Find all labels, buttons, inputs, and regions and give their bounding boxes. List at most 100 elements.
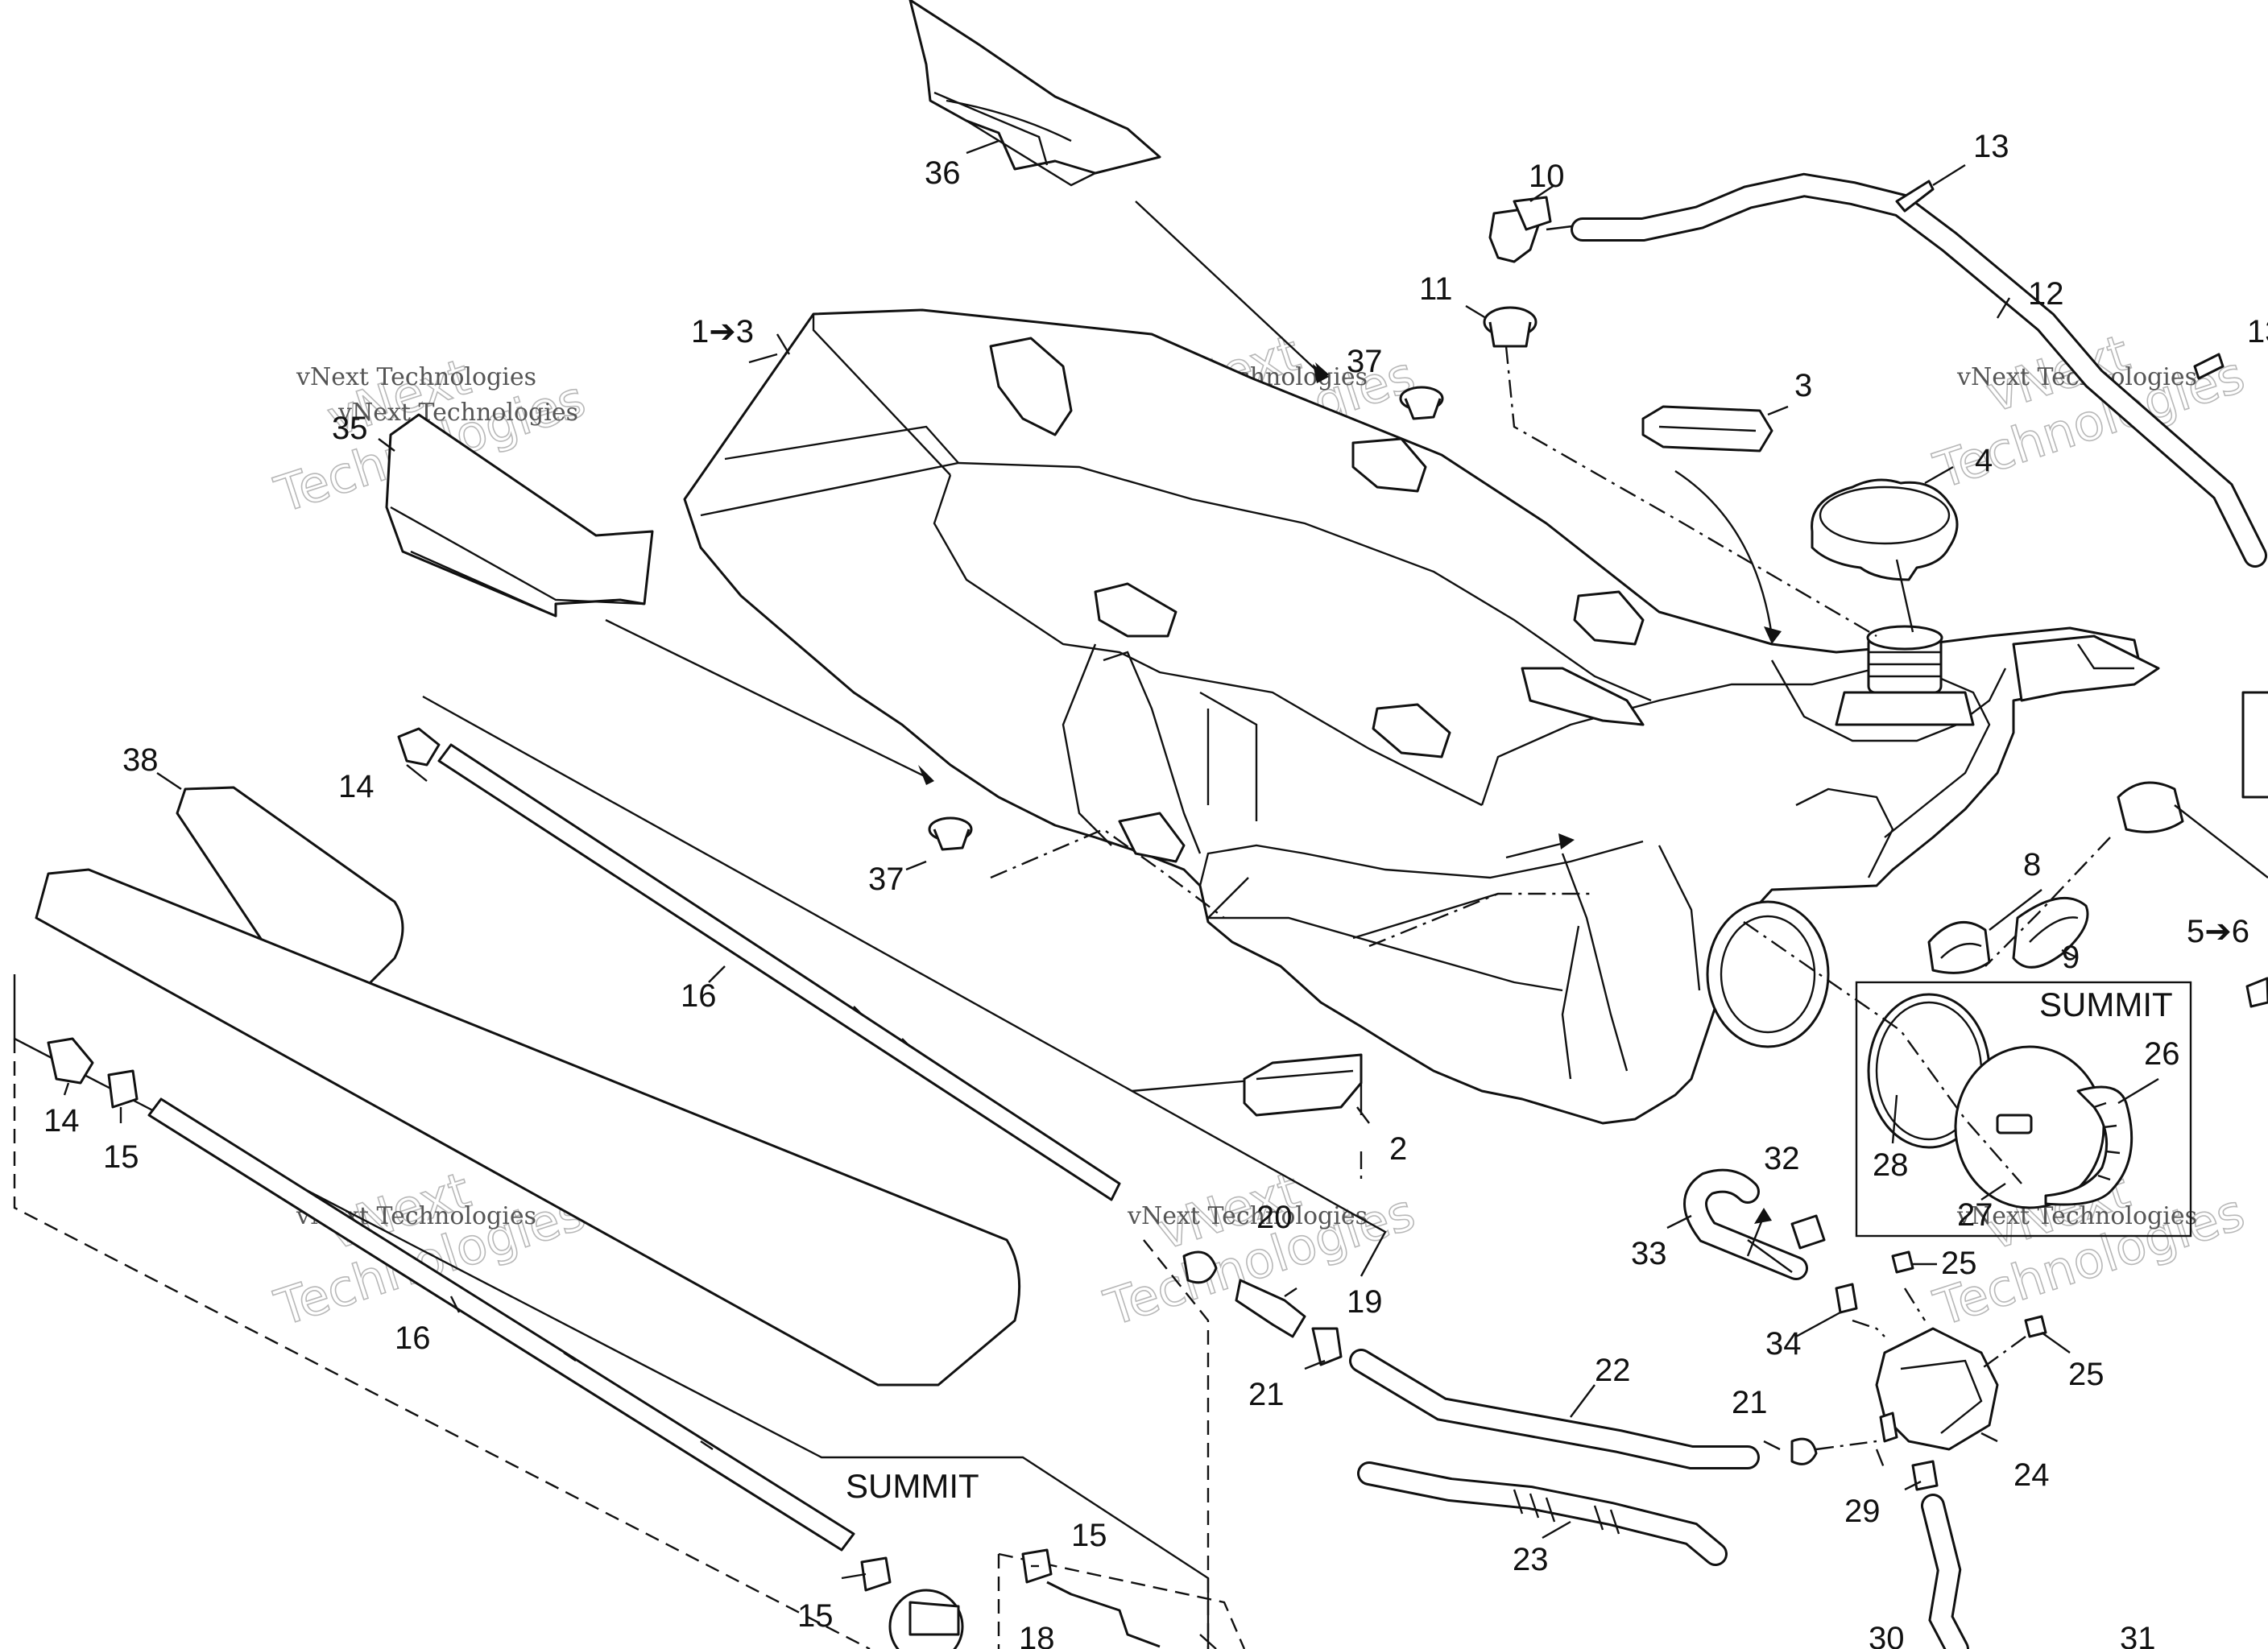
part-15-clamp-b: [860, 1556, 892, 1592]
summit-label-left: SUMMIT: [846, 1467, 979, 1505]
callout-21a: 21: [1248, 1377, 1285, 1412]
part-13-clip-b: [2193, 353, 2225, 380]
callout-38: 38: [122, 742, 159, 778]
callout-9: 9: [2062, 940, 2080, 975]
callout-12: 12: [2028, 276, 2064, 312]
part-4-cap: [1811, 478, 1959, 581]
part-3-bracket: [1641, 405, 1773, 453]
return-hose: [1683, 1168, 1858, 1314]
callout-15c: 15: [1071, 1518, 1107, 1553]
callout-19: 19: [1347, 1284, 1383, 1320]
summit-dashed-frame-lower: [13, 1039, 871, 1649]
tube-frame-lower: [13, 974, 1210, 1649]
callout-18: 18: [1019, 1621, 1055, 1649]
assembly-lines: [990, 345, 2111, 1470]
leader-lines: [63, 139, 2159, 1580]
callout-25b: 25: [2068, 1357, 2105, 1392]
summit-label-right: SUMMIT: [2039, 986, 2173, 1023]
part-36-shield: [908, 0, 1161, 187]
watermark-small-5: vNext Technologies: [1127, 1202, 1368, 1230]
part-16-lower-tube: [147, 1097, 855, 1552]
tube-frame-upper: [422, 695, 1387, 1277]
part-16-upper-tube: [437, 743, 1121, 1201]
callout-35: 35: [332, 411, 368, 446]
callout-20: 20: [1256, 1200, 1293, 1235]
callout-4: 4: [1975, 443, 1993, 478]
fuel-pump: [1875, 1250, 2047, 1649]
callout-37b: 37: [868, 862, 904, 897]
summit-dashed-frame-inner: [997, 1552, 1246, 1649]
summit-dashed-frame-mid: [1143, 1239, 1210, 1649]
part-24-pump: [1875, 1327, 1999, 1451]
callout-11: 11: [1419, 271, 1453, 307]
callout-2: 2: [1389, 1131, 1407, 1167]
part-29-clamp: [1911, 1460, 1939, 1491]
callout-23: 23: [1513, 1542, 1549, 1577]
callout-29: 29: [1844, 1494, 1881, 1529]
part-14-lower-fitting: [47, 1037, 94, 1085]
assembly-frames: [13, 695, 2192, 1649]
callout-15b: 15: [797, 1598, 834, 1634]
callouts: 1➔3 2 3 4 5➔6 8 9 10 11 12 13 13 14 14 1…: [43, 129, 2268, 1649]
callout-13a: 13: [1973, 129, 2009, 164]
vent-assembly: [1483, 172, 2267, 568]
callout-32: 32: [1764, 1141, 1800, 1176]
callout-37a: 37: [1347, 344, 1383, 379]
right-edge-parts: [2117, 691, 2268, 1008]
part-15-clamp-a: [107, 1069, 139, 1109]
watermark-small-1b: vNext Technologies: [337, 399, 578, 427]
callout-16b: 16: [395, 1320, 431, 1356]
part-2-bracket: [1243, 1053, 1363, 1117]
callout-36: 36: [925, 155, 961, 191]
callout-1-3: 1➔3: [691, 314, 754, 349]
part-25-nut-b: [2024, 1315, 2047, 1338]
part-37-grommets: [928, 386, 1444, 851]
part-9: [2012, 896, 2089, 969]
part-1-3-fuel-tank: [683, 308, 2160, 1125]
tube-assemblies: [47, 727, 1217, 1649]
watermark-small-6: vNext Technologies: [1956, 1202, 2197, 1230]
part-right-box: [2241, 691, 2268, 799]
pump-opening: [1706, 900, 1830, 1048]
callout-27: 27: [1957, 1197, 1993, 1233]
part-5-float: [2117, 781, 2184, 833]
arrow-head-5: [1754, 1208, 1772, 1224]
callout-14b: 14: [43, 1103, 80, 1139]
callout-5-6: 5➔6: [2187, 914, 2249, 949]
part-26-ring: [2044, 1085, 2133, 1206]
callout-13b: 13: [2247, 314, 2268, 349]
callout-8: 8: [2023, 847, 2041, 882]
callout-28: 28: [1873, 1147, 1909, 1183]
callout-30: 30: [1869, 1621, 1905, 1649]
part-25-nut-a: [1891, 1250, 1914, 1274]
callout-16a: 16: [681, 978, 717, 1014]
callout-33: 33: [1631, 1236, 1667, 1271]
summit-pump-box-frame: [1855, 981, 2192, 1238]
part-35-side-shield: [385, 413, 654, 618]
callout-21b: 21: [1732, 1385, 1768, 1420]
callout-22: 22: [1595, 1353, 1631, 1388]
callout-25a: 25: [1941, 1246, 1977, 1281]
callout-15a: 15: [103, 1139, 139, 1175]
callout-34: 34: [1765, 1326, 1802, 1362]
arrow-head-4: [1558, 833, 1575, 849]
part-38-large-panel: [35, 868, 1021, 1387]
part-13-clip-a: [1895, 180, 1935, 213]
part-21-clamp-a: [1311, 1327, 1343, 1366]
callout-10: 10: [1529, 159, 1565, 194]
callout-3: 3: [1794, 368, 1812, 403]
callout-14a: 14: [338, 769, 375, 804]
part-20-washer: [1182, 1250, 1218, 1284]
part-14-upper-fitting: [397, 727, 441, 767]
part-19-fitting: [1235, 1279, 1306, 1338]
part-38-panels: [35, 786, 1021, 1387]
fuel-lines: [1182, 1250, 1818, 1566]
part-32-cap: [1790, 1214, 1826, 1250]
callout-24: 24: [2013, 1457, 2050, 1493]
callout-31: 31: [2120, 1621, 2156, 1649]
part-8: [1927, 920, 1991, 974]
arrow-head-3: [1764, 626, 1782, 644]
part-8-9: [1927, 896, 2089, 974]
callout-26: 26: [2144, 1036, 2180, 1072]
